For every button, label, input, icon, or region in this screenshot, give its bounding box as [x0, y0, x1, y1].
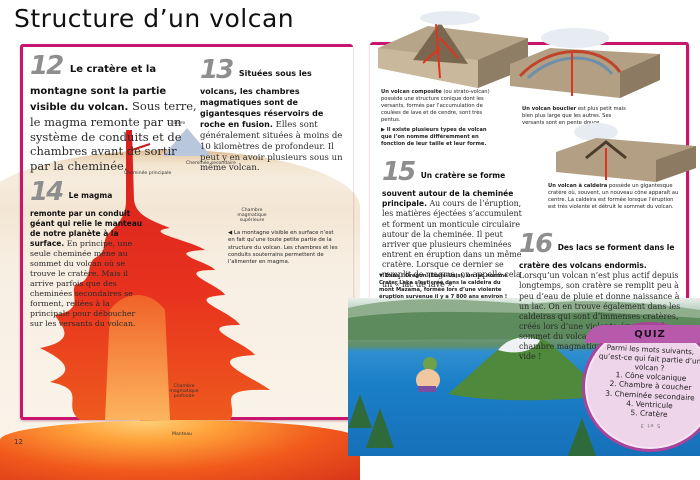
section-15: 15 Un cratère se forme souvent autour de…	[382, 156, 528, 290]
page-title: Structure d’un volcan	[14, 4, 295, 33]
section-lead: Un cratère se forme souvent autour de la…	[382, 171, 514, 209]
caption-composite-title: Un volcan composite	[381, 89, 442, 95]
section-body: En principe, une seule cheminée mène au …	[30, 239, 136, 328]
section-13: 13 Situées sous les volcans, les chambre…	[200, 54, 350, 174]
label-chambre-superieure: Chambre magmatique supérieure	[237, 208, 267, 223]
section-number: 14	[30, 177, 64, 207]
caption-bouclier: Un volcan bouclier est plus petit mais b…	[522, 106, 632, 127]
section-lead: Le cratère et la montagne sont la partie…	[30, 64, 167, 114]
section-body: Au cours de l’éruption, les matières éje…	[382, 199, 522, 290]
quiz-options: 1. Cône volcanique 2. Chambre à coucher …	[584, 369, 700, 422]
section-number: 16	[519, 229, 553, 259]
section-14: 14 Le magma remonte par un conduit géant…	[30, 176, 150, 329]
section-number: 15	[382, 157, 416, 187]
caption-bouclier-text: est plus petit mais bien plus large que …	[522, 106, 626, 127]
page-number-left: 12	[14, 438, 23, 446]
section-body: Elles sont généralement situées à moins …	[200, 119, 343, 174]
quiz-answer-upside-down: 5 et 3	[639, 422, 661, 429]
label-cheminee-principale: Cheminée principale	[124, 171, 172, 176]
mantle-layer	[0, 420, 360, 480]
section-number: 13	[200, 55, 234, 85]
caldera-volcano-illustration	[556, 123, 696, 182]
label-cheminee-secondaire: Cheminée secondaire	[186, 161, 236, 166]
quiz-badge: QUIZ Parmi les mots suivants, qu’est-ce …	[582, 322, 700, 452]
section-lead: Des lacs se forment dans le cratère des …	[519, 243, 675, 271]
section-lead: Situées sous les volcans, les chambres m…	[200, 69, 324, 129]
caption-types: ▶ Il existe plusieurs types de volcan qu…	[381, 127, 487, 148]
composite-volcano-illustration	[378, 11, 528, 88]
label-cratere: Cratère	[168, 121, 186, 126]
caption-composite: Un volcan composite (ou strato-volcan) p…	[381, 89, 499, 124]
quiz-heading: QUIZ	[585, 325, 700, 343]
label-manteau: Manteau	[172, 432, 193, 437]
shield-volcano-illustration	[510, 28, 660, 98]
caption-bouclier-title: Un volcan bouclier	[522, 106, 577, 112]
caption-caldeira-text: possède un gigantesque cratère où, souve…	[548, 183, 679, 211]
caption-composite-text: (ou strato-volcan) possède une structure…	[381, 89, 490, 124]
caption-montagne: ◀ La montagne visible en surface n’est e…	[228, 230, 338, 266]
label-chambre-profonde: Chambre magmatique profonde	[169, 384, 199, 399]
section-number: 12	[30, 51, 64, 81]
caption-caldeira-title: Un volcan à caldeira	[548, 183, 608, 189]
caption-caldeira: Un volcan à caldeira possède un gigantes…	[548, 183, 683, 211]
section-lead: Le magma remonte par un conduit géant qu…	[30, 191, 143, 249]
magma-plume-illustration	[40, 130, 270, 456]
volcano-cone	[163, 128, 211, 156]
section-body: Sous terre, le magma remonte par un syst…	[30, 99, 197, 174]
caption-oregon: ▼ Dans l’Oregon (États-Unis), un lac nom…	[379, 273, 508, 301]
section-12: 12 Le cratère et la montagne sont la par…	[30, 50, 200, 174]
